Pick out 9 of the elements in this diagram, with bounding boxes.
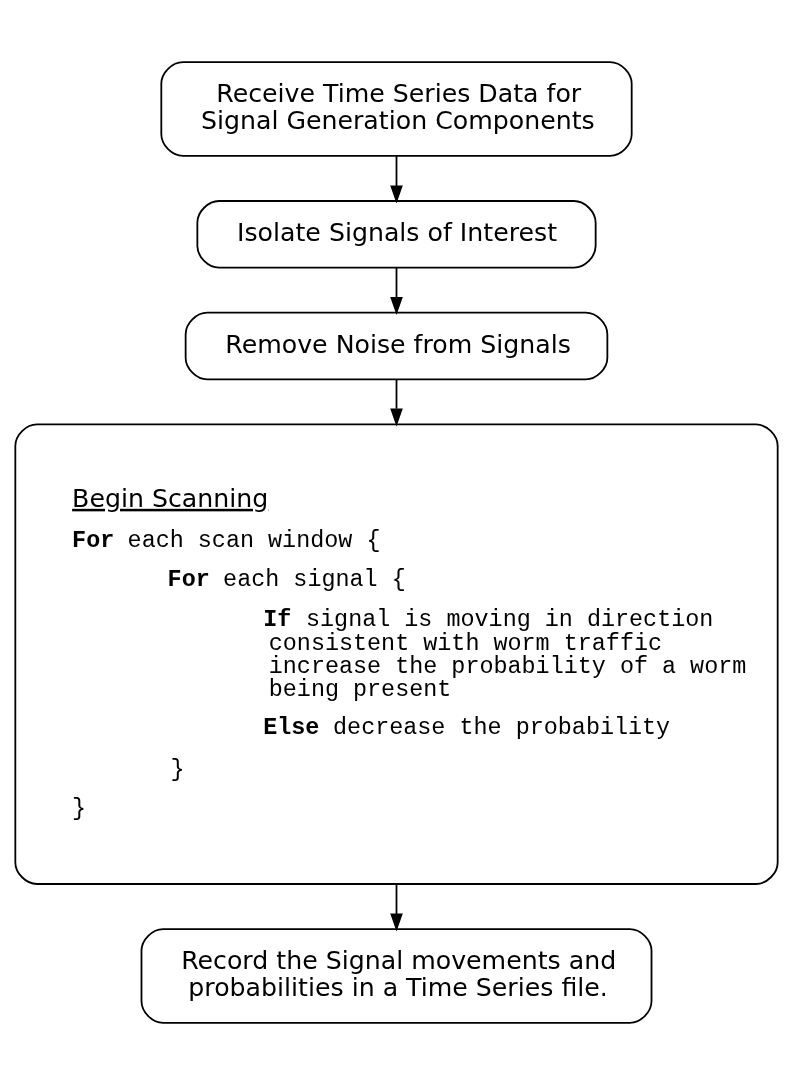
node-box: Isolate Signals of Interest [196,199,597,269]
arrow [390,266,403,315]
node-box: Begin Scanning For each scan window { For each signal { If signal is moving in direction consistent with worm traffic increase the probability of a worm being present Else decrease the probability } } [14,423,779,885]
node-box: Record the Signal movements and probabilities in a Time Series file. [140,927,653,1024]
arrow [390,154,403,204]
arrow [390,883,403,931]
node-box: Receive Time Series Data for Signal Generation Components [160,60,633,157]
arrow [390,378,403,427]
node-box: Remove Noise from Signals [184,311,609,380]
